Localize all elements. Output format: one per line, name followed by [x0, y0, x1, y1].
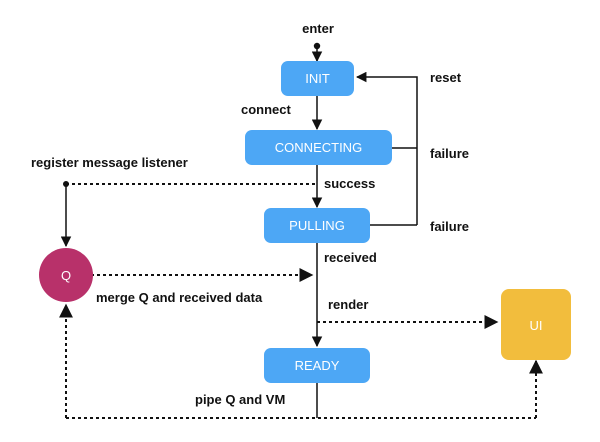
node-init-label: INIT: [305, 71, 330, 86]
node-ready: READY: [264, 348, 370, 383]
label-register-listener: register message listener: [31, 155, 188, 170]
label-pipe: pipe Q and VM: [195, 392, 285, 407]
node-q-label: Q: [61, 268, 71, 283]
start-dot: [313, 42, 321, 50]
label-enter: enter: [302, 21, 334, 36]
node-q: Q: [39, 248, 93, 302]
node-connecting-label: CONNECTING: [275, 140, 362, 155]
node-init: INIT: [281, 61, 354, 96]
node-ready-label: READY: [295, 358, 340, 373]
label-connect: connect: [241, 102, 292, 117]
node-pulling: PULLING: [264, 208, 370, 243]
label-received: received: [324, 250, 377, 265]
label-failure-connecting: failure: [430, 146, 469, 161]
node-connecting: CONNECTING: [245, 130, 392, 165]
label-render: render: [328, 297, 368, 312]
node-ui-label: UI: [530, 318, 543, 333]
label-failure-pulling: failure: [430, 219, 469, 234]
label-merge: merge Q and received data: [96, 290, 263, 305]
edge-reset: [355, 71, 418, 225]
node-pulling-label: PULLING: [289, 218, 345, 233]
node-ui: UI: [501, 289, 571, 360]
label-success: success: [324, 176, 375, 191]
label-reset: reset: [430, 70, 462, 85]
